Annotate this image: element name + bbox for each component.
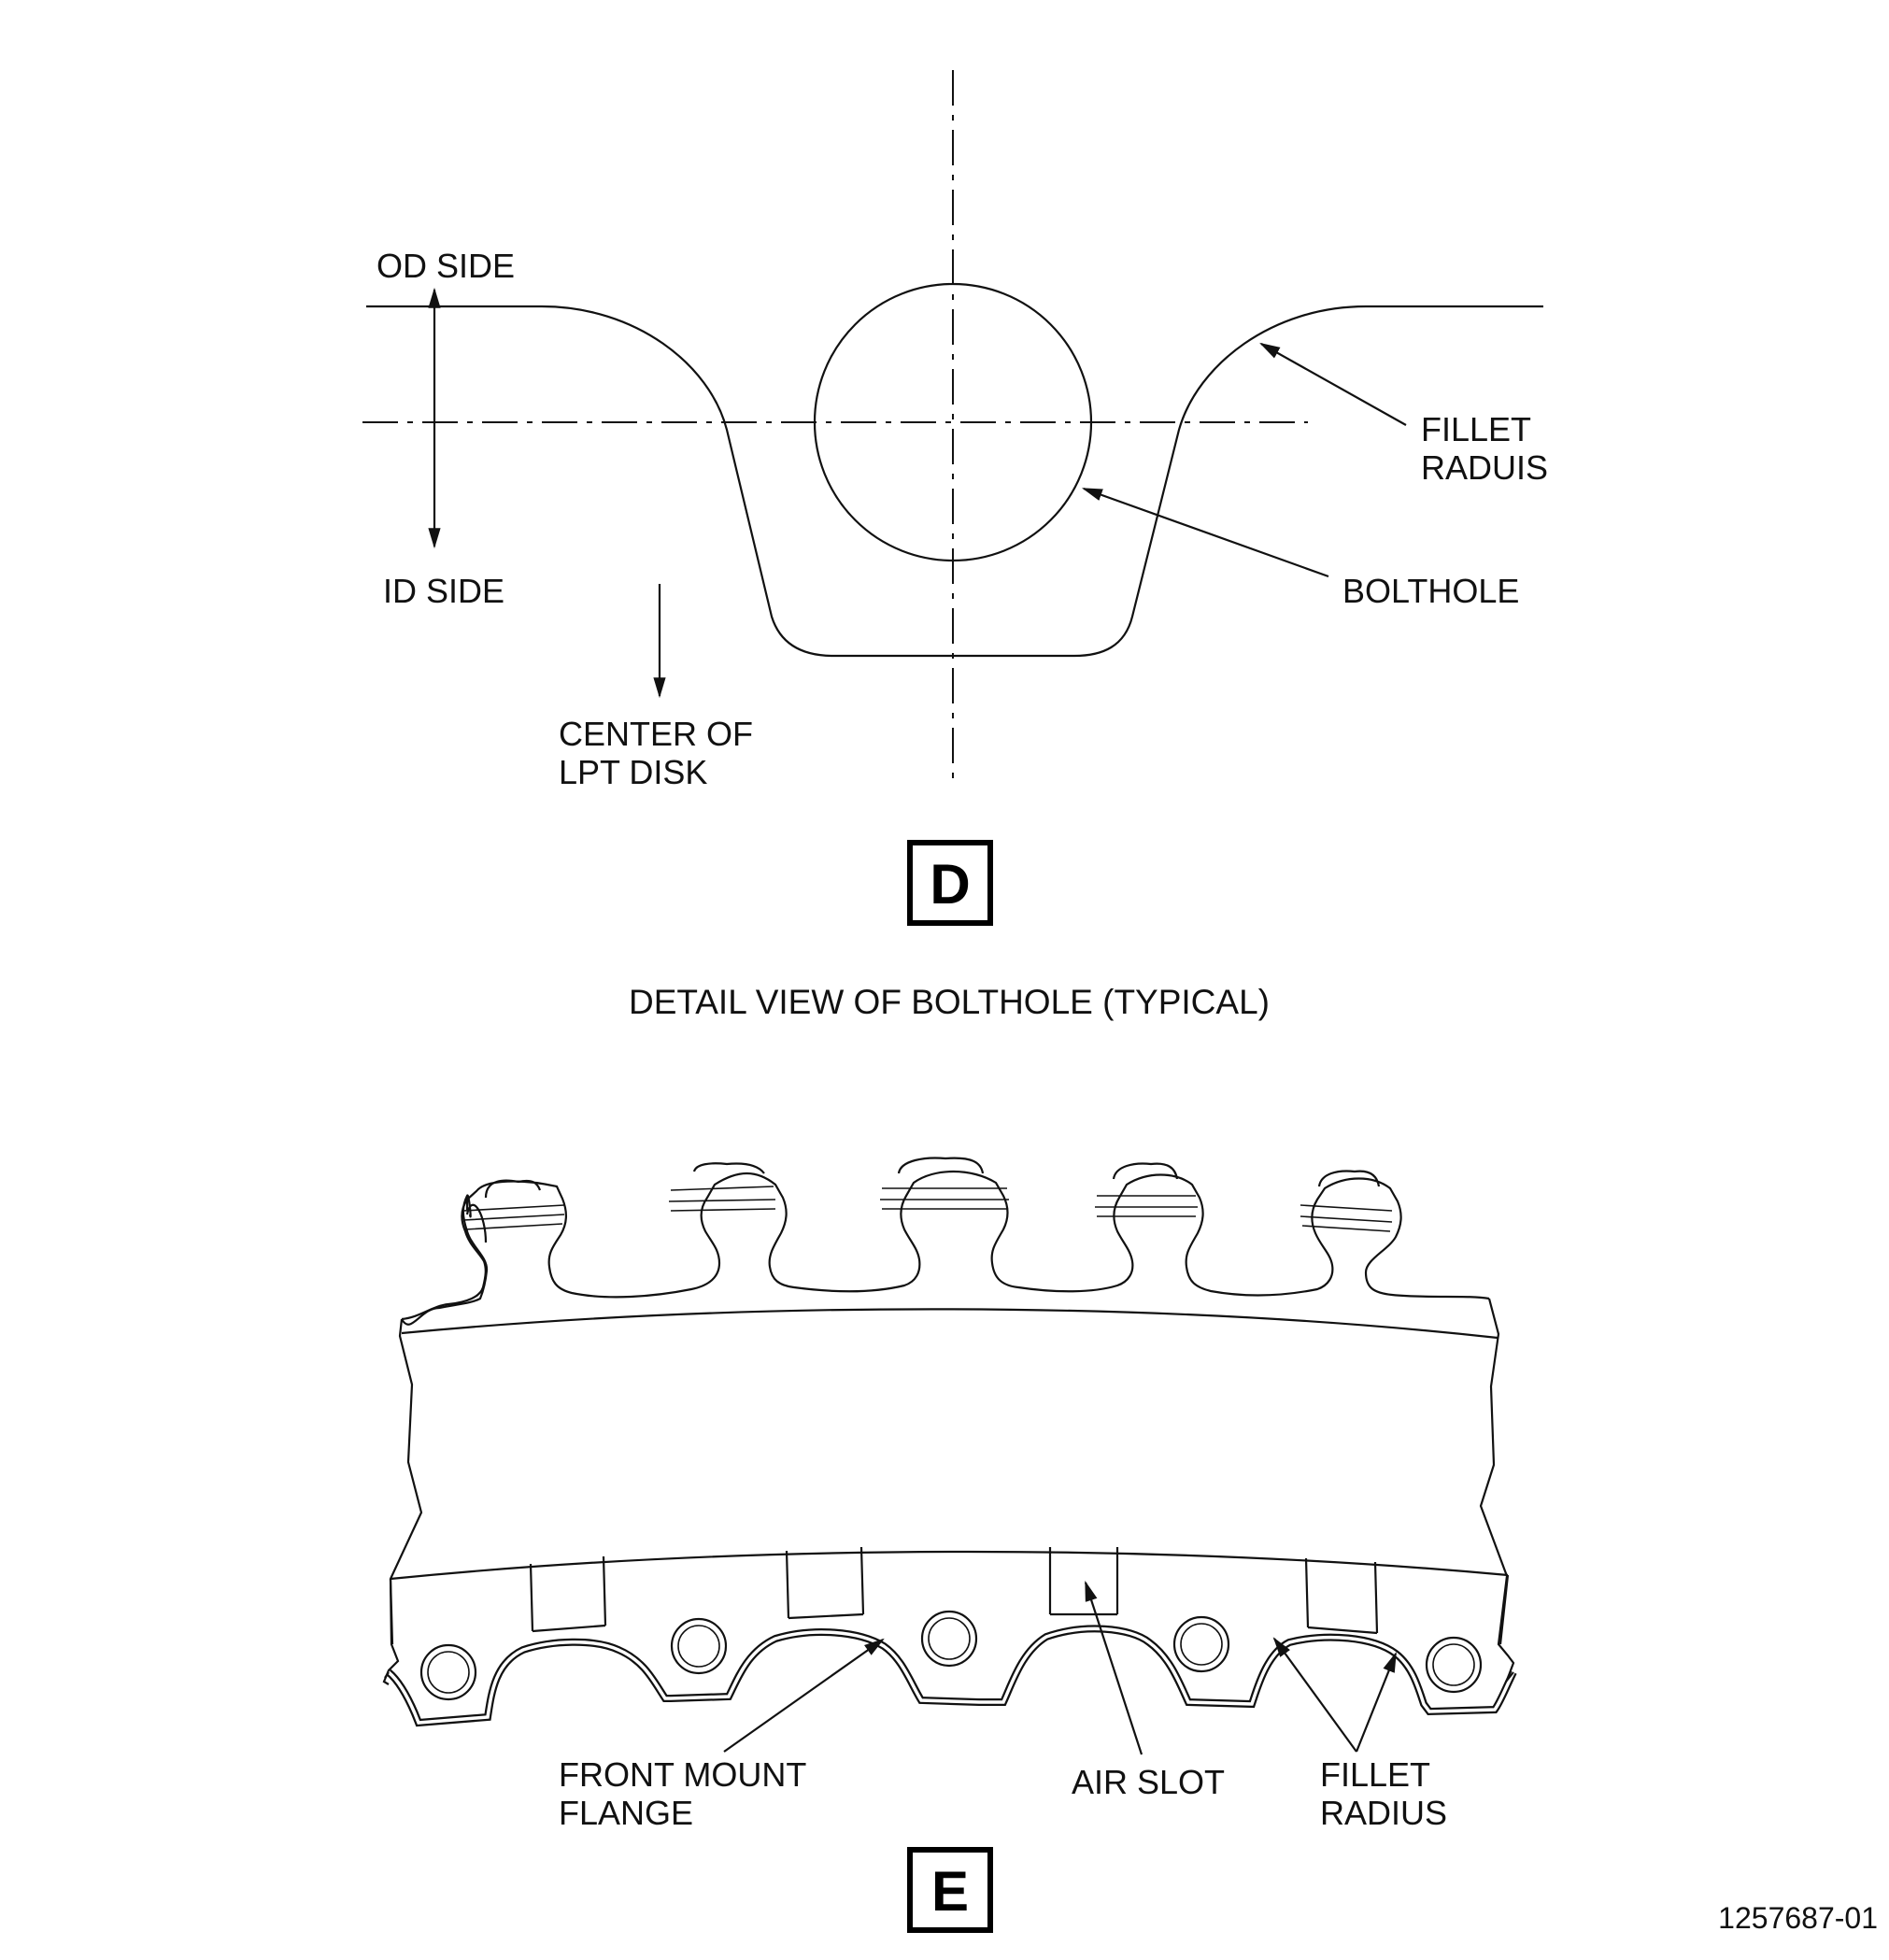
figure-number: 1257687-01 (1718, 1901, 1878, 1935)
center-of-disk-label-2: LPT DISK (559, 753, 707, 791)
detail-e-labels: FRONT MOUNT FLANGE AIR SLOT FILLET RADIU… (559, 1755, 1447, 1933)
body-bottom-arc (390, 1550, 1509, 1581)
detail-d-box-letter: D (930, 853, 970, 916)
bolt-hole-1-inner (427, 1651, 470, 1694)
detail-d-box (907, 840, 993, 926)
knob-1-grooves (462, 1204, 565, 1230)
knob-2-grooves (668, 1186, 776, 1212)
knob-2 (692, 1162, 765, 1174)
fillet-radius-leader-2 (1355, 1651, 1398, 1753)
detail-d-caption: DETAIL VIEW OF BOLTHOLE (TYPICAL) (629, 983, 1270, 1021)
bolt-hole-3 (920, 1610, 978, 1668)
body-left-edge (382, 1318, 423, 1685)
knob-1 (484, 1179, 542, 1199)
front-mount-flange-inner (387, 1626, 1515, 1725)
knob-3 (897, 1157, 985, 1174)
air-slot-2 (785, 1546, 865, 1620)
detail-d-labels: OD SIDE ID SIDE CENTER OF LPT DISK FILLE… (376, 247, 1548, 1021)
fillet-radius-leader (1259, 342, 1407, 426)
body-top-arc (401, 1308, 1498, 1340)
fillet-radius-label-1: FILLET (1320, 1755, 1430, 1794)
air-slot-1 (529, 1555, 607, 1633)
bolt-hole-4 (1172, 1615, 1230, 1673)
flange-bolt-holes (419, 1610, 1483, 1701)
fillet-raduis-label-2: RADUIS (1421, 448, 1548, 487)
knob-5-grooves (1300, 1204, 1393, 1232)
bolt-hole-5 (1425, 1636, 1483, 1694)
flange-edge-left (384, 1578, 394, 1679)
bolthole-slot-profile (366, 305, 1543, 658)
front-mount-flange-leader (723, 1638, 885, 1753)
front-mount-flange-label-2: FLANGE (559, 1794, 693, 1832)
bolthole-leader (1081, 487, 1329, 578)
detail-e-box (907, 1847, 993, 1933)
bolt-hole-4-inner (1180, 1623, 1223, 1666)
knob-3-grooves (880, 1187, 1009, 1210)
detail-e-drawing (382, 1157, 1517, 1755)
bolt-hole-3-inner (928, 1617, 971, 1660)
knob-5 (1317, 1170, 1381, 1187)
air-slot-4 (1304, 1557, 1379, 1635)
od-side-label: OD SIDE (376, 247, 515, 285)
bolthole-label: BOLTHOLE (1342, 572, 1519, 610)
center-of-disk-label-1: CENTER OF (559, 715, 753, 753)
bolt-hole-2 (670, 1617, 728, 1675)
rear-flange-scallop (401, 1170, 1490, 1321)
fillet-radius-leader-1 (1272, 1637, 1357, 1753)
id-side-label: ID SIDE (383, 572, 504, 610)
knob-4-grooves (1095, 1195, 1198, 1217)
bolt-hole-2-inner (677, 1625, 720, 1668)
bolt-hole-1 (419, 1643, 477, 1701)
body-right-edge (1479, 1298, 1515, 1679)
air-slot-3 (1048, 1547, 1119, 1616)
knob-4 (1112, 1162, 1179, 1180)
fillet-raduis-label-1: FILLET (1421, 410, 1531, 448)
air-slot-label: AIR SLOT (1072, 1763, 1225, 1801)
detail-e-box-letter: E (931, 1860, 969, 1923)
bolt-hole-5-inner (1432, 1643, 1475, 1686)
air-slot-leader (1084, 1580, 1143, 1755)
flange-edge-right (1498, 1574, 1514, 1683)
front-mount-flange-label-1: FRONT MOUNT (559, 1755, 806, 1794)
detail-d-drawing (362, 70, 1543, 780)
fillet-radius-label-2: RADIUS (1320, 1794, 1447, 1832)
bolthole-circle (813, 282, 1093, 562)
